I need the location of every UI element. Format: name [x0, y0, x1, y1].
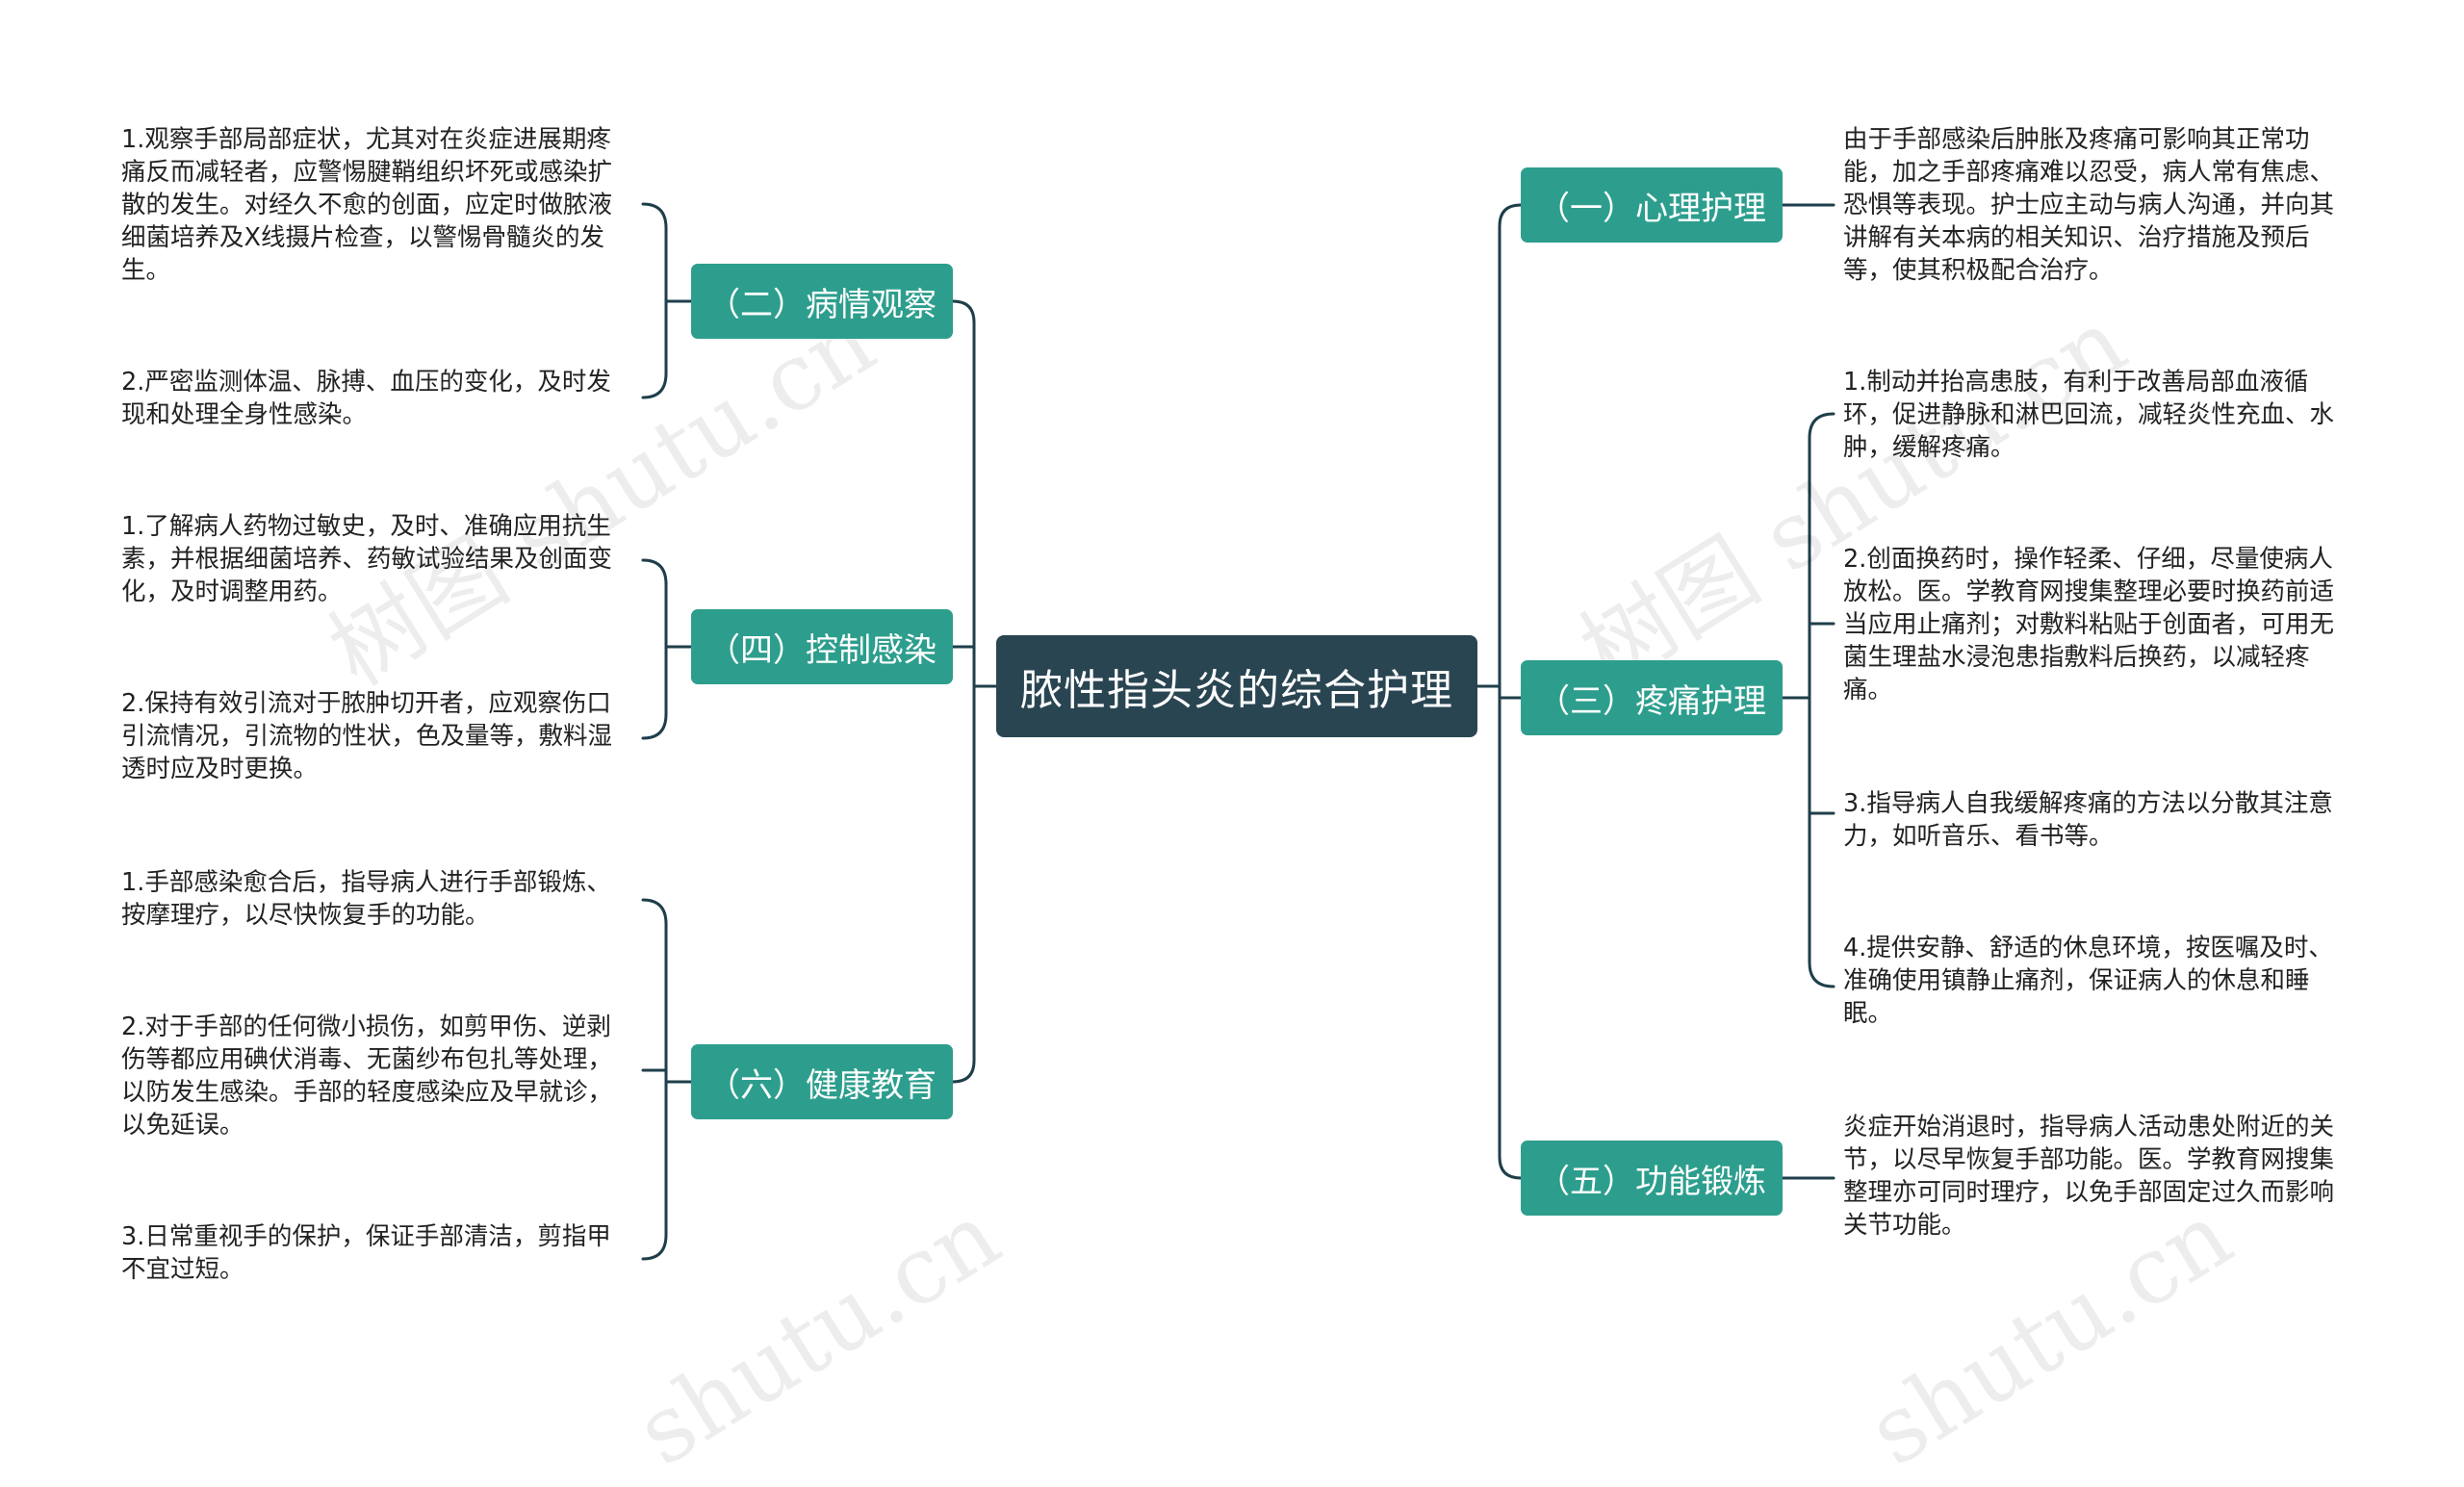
- topic-pain-care[interactable]: （三）疼痛护理: [1521, 660, 1783, 735]
- root-topic[interactable]: 脓性指头炎的综合护理: [996, 635, 1477, 737]
- leaf-pain-care-1: 1.制动并抬高患肢，有利于改善局部血液循环，促进静脉和淋巴回流，减轻炎性充血、水…: [1843, 368, 2335, 462]
- connector-t3-bracket: [1808, 412, 1835, 988]
- topic-function-exercise[interactable]: （五）功能锻炼: [1521, 1141, 1783, 1216]
- leaf-condition-observation-2: 2.严密监测体温、脉搏、血压的变化，及时发现和处理全身性感染。: [121, 368, 611, 429]
- leaf-condition-observation-1: 1.观察手部局部症状，尤其对在炎症进展期疼痛反而减轻者，应警惕腱鞘组织坏死或感染…: [121, 125, 613, 285]
- mind-map-canvas: 树图 shutu.cn 树图 shutu.cn shutu.cn shutu.c…: [121, 125, 2335, 1487]
- topic-health-education[interactable]: （六）健康教育: [691, 1044, 953, 1119]
- leaf-psychological-care-1: 由于手部感染后肿胀及疼痛可影响其正常功能，加之手部疼痛难以忍受，病人常有焦虑、恐…: [1843, 125, 2335, 285]
- leaf-pain-care-2: 2.创面换药时，操作轻柔、仔细，尽量使病人放松。医。学教育网搜集整理必要时换药前…: [1843, 545, 2335, 705]
- connector-t2-bracket: [641, 202, 668, 399]
- leaf-infection-control-1: 1.了解病人药物过敏史，及时、准确应用抗生素，并根据细菌培养、药敏试验结果及创面…: [121, 512, 613, 606]
- connector-t6-bracket: [641, 898, 668, 1261]
- leaf-health-education-2: 2.对于手部的任何微小损伤，如剪甲伤、逆剥伤等都应用碘伏消毒、无菌纱布包扎等处理…: [121, 1013, 613, 1140]
- connector-t4-bracket: [641, 558, 668, 740]
- leaf-health-education-1: 1.手部感染愈合后，指导病人进行手部锻炼、按摩理疗，以尽快恢复手的功能。: [121, 868, 611, 930]
- topic-condition-observation[interactable]: （二）病情观察: [691, 264, 953, 339]
- connector-left-spine: [951, 299, 976, 1084]
- topic-psychological-care[interactable]: （一）心理护理: [1521, 167, 1783, 243]
- leaf-infection-control-2: 2.保持有效引流对于脓肿切开者，应观察伤口引流情况，引流物的性状，色及量等，敷料…: [121, 689, 613, 783]
- connector-lines: [641, 202, 1835, 1261]
- leaf-pain-care-4: 4.提供安静、舒适的休息环境，按医嘱及时、准确使用镇静止痛剂，保证病人的休息和睡…: [1843, 934, 2333, 1028]
- leaf-pain-care-3: 3.指导病人自我缓解疼痛的方法以分散其注意力，如听音乐、看书等。: [1843, 789, 2333, 851]
- leaf-health-education-3: 3.日常重视手的保护，保证手部清洁，剪指甲不宜过短。: [121, 1222, 611, 1284]
- leaf-function-exercise-1: 炎症开始消退时，指导病人活动患处附近的关节，以尽早恢复手部功能。医。学教育网搜集…: [1843, 1113, 2335, 1240]
- connector-right-spine: [1498, 203, 1523, 1180]
- topic-infection-control[interactable]: （四）控制感染: [691, 609, 953, 684]
